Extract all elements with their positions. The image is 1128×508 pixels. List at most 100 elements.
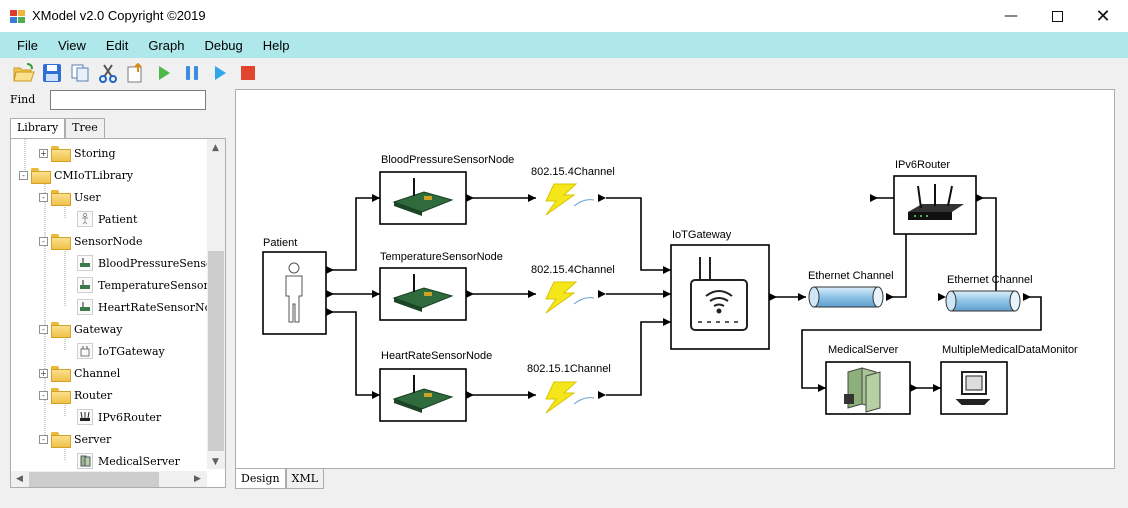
close-button[interactable]: ✕: [1095, 5, 1111, 27]
tree-item-label: IPv6Router: [98, 410, 162, 424]
pause-icon[interactable]: [180, 61, 204, 85]
title-bar: XModel v2.0 Copyright ©2019 — ✕: [0, 0, 1128, 32]
tree-item-label: TemperatureSensorNode: [98, 278, 226, 292]
medical-server-node[interactable]: MedicalServer: [825, 344, 911, 415]
sensor-board-icon: [392, 274, 454, 312]
open-icon[interactable]: [12, 61, 36, 85]
scroll-up-icon[interactable]: ▲: [212, 143, 219, 153]
tree-item-server[interactable]: - Server: [39, 429, 111, 449]
tree-item-bloodpressure[interactable]: BloodPressureSensorNode: [77, 253, 225, 273]
collapse-icon[interactable]: -: [39, 324, 48, 334]
paste-icon[interactable]: [124, 61, 148, 85]
maximize-button[interactable]: [1034, 0, 1080, 32]
hr-sensor-node[interactable]: HeartRateSensorNode: [379, 350, 492, 422]
temp-sensor-label: TemperatureSensorNode: [380, 251, 503, 263]
collapse-icon[interactable]: -: [39, 390, 48, 400]
tree-item-label: Server: [74, 432, 112, 446]
folder-icon: [51, 146, 71, 162]
collapse-icon[interactable]: -: [19, 170, 28, 180]
iot-gateway-node[interactable]: IoTGateway: [670, 229, 770, 350]
tab-tree[interactable]: Tree: [65, 118, 105, 138]
tree-item-medicalserver[interactable]: MedicalServer: [77, 451, 180, 471]
expand-icon[interactable]: +: [39, 368, 48, 378]
copy-icon[interactable]: [68, 61, 92, 85]
tree-item-label: MedicalServer: [98, 454, 180, 468]
patient-node[interactable]: Patient: [262, 237, 327, 335]
tree-item-label: BloodPressureSensorNode: [98, 256, 225, 270]
channel-2[interactable]: 802.15.4Channel: [531, 264, 615, 314]
tree-item-channel[interactable]: + Channel: [39, 363, 120, 383]
tree-item-label: SensorNode: [74, 234, 143, 248]
ethernet-channel-2[interactable]: Ethernet Channel: [945, 274, 1033, 312]
tree-item-sensornode[interactable]: - SensorNode: [39, 231, 142, 251]
scroll-left-icon[interactable]: ◀: [16, 474, 23, 484]
gateway-icon: [690, 257, 748, 331]
ethernet-1-label: Ethernet Channel: [808, 270, 894, 282]
minimize-button[interactable]: —: [1004, 8, 1018, 24]
tree-item-ipv6router[interactable]: IPv6Router: [77, 407, 161, 427]
tree-horizontal-scrollbar[interactable]: ◀ ▶: [11, 471, 207, 487]
library-tabs: Library Tree: [10, 118, 105, 139]
medical-monitor-node[interactable]: MultipleMedicalDataMonitor: [940, 344, 1078, 415]
menu-graph[interactable]: Graph: [148, 37, 185, 53]
editor-tabs: Design XML: [235, 469, 325, 489]
tree-item-temperature[interactable]: TemperatureSensorNode: [77, 275, 226, 295]
channel-2-label: 802.15.4Channel: [531, 264, 615, 276]
gateway-icon: [77, 343, 93, 359]
tab-xml[interactable]: XML: [285, 469, 325, 489]
design-canvas[interactable]: Patient BloodPressureSensorNode Temperat…: [235, 89, 1115, 469]
menu-debug[interactable]: Debug: [204, 37, 243, 53]
tab-library[interactable]: Library: [10, 118, 66, 139]
cut-icon[interactable]: [96, 61, 120, 85]
folder-icon: [51, 432, 71, 448]
menu-file[interactable]: File: [17, 37, 38, 53]
sensor-board-icon: [392, 178, 454, 216]
tree-item-storing[interactable]: + Storing: [39, 143, 115, 163]
port-markers: [326, 194, 1031, 399]
lightning-icon: [545, 381, 578, 414]
find-input[interactable]: [50, 90, 206, 110]
scroll-right-icon[interactable]: ▶: [194, 474, 201, 484]
channel-3[interactable]: 802.15.1Channel: [527, 363, 611, 414]
patient-icon: [285, 262, 303, 323]
bp-sensor-node[interactable]: BloodPressureSensorNode: [379, 154, 514, 225]
channel-1[interactable]: 802.15.4Channel: [531, 166, 615, 216]
tree-item-gateway[interactable]: - Gateway: [39, 319, 122, 339]
collapse-icon[interactable]: -: [39, 192, 48, 202]
tree-item-patient[interactable]: Patient: [77, 209, 137, 229]
tab-design[interactable]: Design: [235, 469, 286, 489]
scroll-down-icon[interactable]: ▼: [212, 457, 219, 467]
folder-icon: [51, 190, 71, 206]
step-icon[interactable]: [208, 61, 232, 85]
maximize-icon: [1051, 10, 1063, 22]
tree-item-heartrate[interactable]: HeartRateSensorNode: [77, 297, 225, 317]
ipv6-router-node[interactable]: IPv6Router: [893, 159, 977, 235]
menu-bar: File View Edit Graph Debug Help: [0, 32, 1128, 58]
expand-icon[interactable]: +: [39, 148, 48, 158]
tree-item-iotgateway[interactable]: IoTGateway: [77, 341, 165, 361]
tree-item-user[interactable]: - User: [39, 187, 101, 207]
collapse-icon[interactable]: -: [39, 236, 48, 246]
lightning-icon: [545, 183, 578, 216]
router-icon: [77, 409, 93, 425]
tree-item-router[interactable]: - Router: [39, 385, 112, 405]
tree-item-label: Router: [74, 388, 113, 402]
stop-icon[interactable]: [236, 61, 260, 85]
bp-sensor-label: BloodPressureSensorNode: [381, 154, 514, 166]
run-icon[interactable]: [152, 61, 176, 85]
scroll-thumb[interactable]: [29, 472, 159, 487]
sensor-board-icon: [77, 277, 93, 293]
save-icon[interactable]: [40, 61, 64, 85]
collapse-icon[interactable]: -: [39, 434, 48, 444]
menu-view[interactable]: View: [57, 37, 86, 53]
temp-sensor-node[interactable]: TemperatureSensorNode: [379, 251, 503, 321]
tree-vertical-scrollbar[interactable]: ▲ ▼: [207, 139, 225, 469]
sensor-board-icon: [392, 375, 454, 413]
server-label: MedicalServer: [828, 344, 899, 356]
ethernet-channel-1[interactable]: Ethernet Channel: [808, 270, 894, 308]
tree-item-cmiotlibrary[interactable]: - CMIoTLibrary: [19, 165, 133, 185]
library-tree: + Storing - CMIoTLibrary - User Patient …: [10, 138, 226, 488]
scroll-thumb[interactable]: [208, 251, 224, 451]
menu-edit[interactable]: Edit: [105, 37, 129, 53]
menu-help[interactable]: Help: [262, 37, 290, 53]
